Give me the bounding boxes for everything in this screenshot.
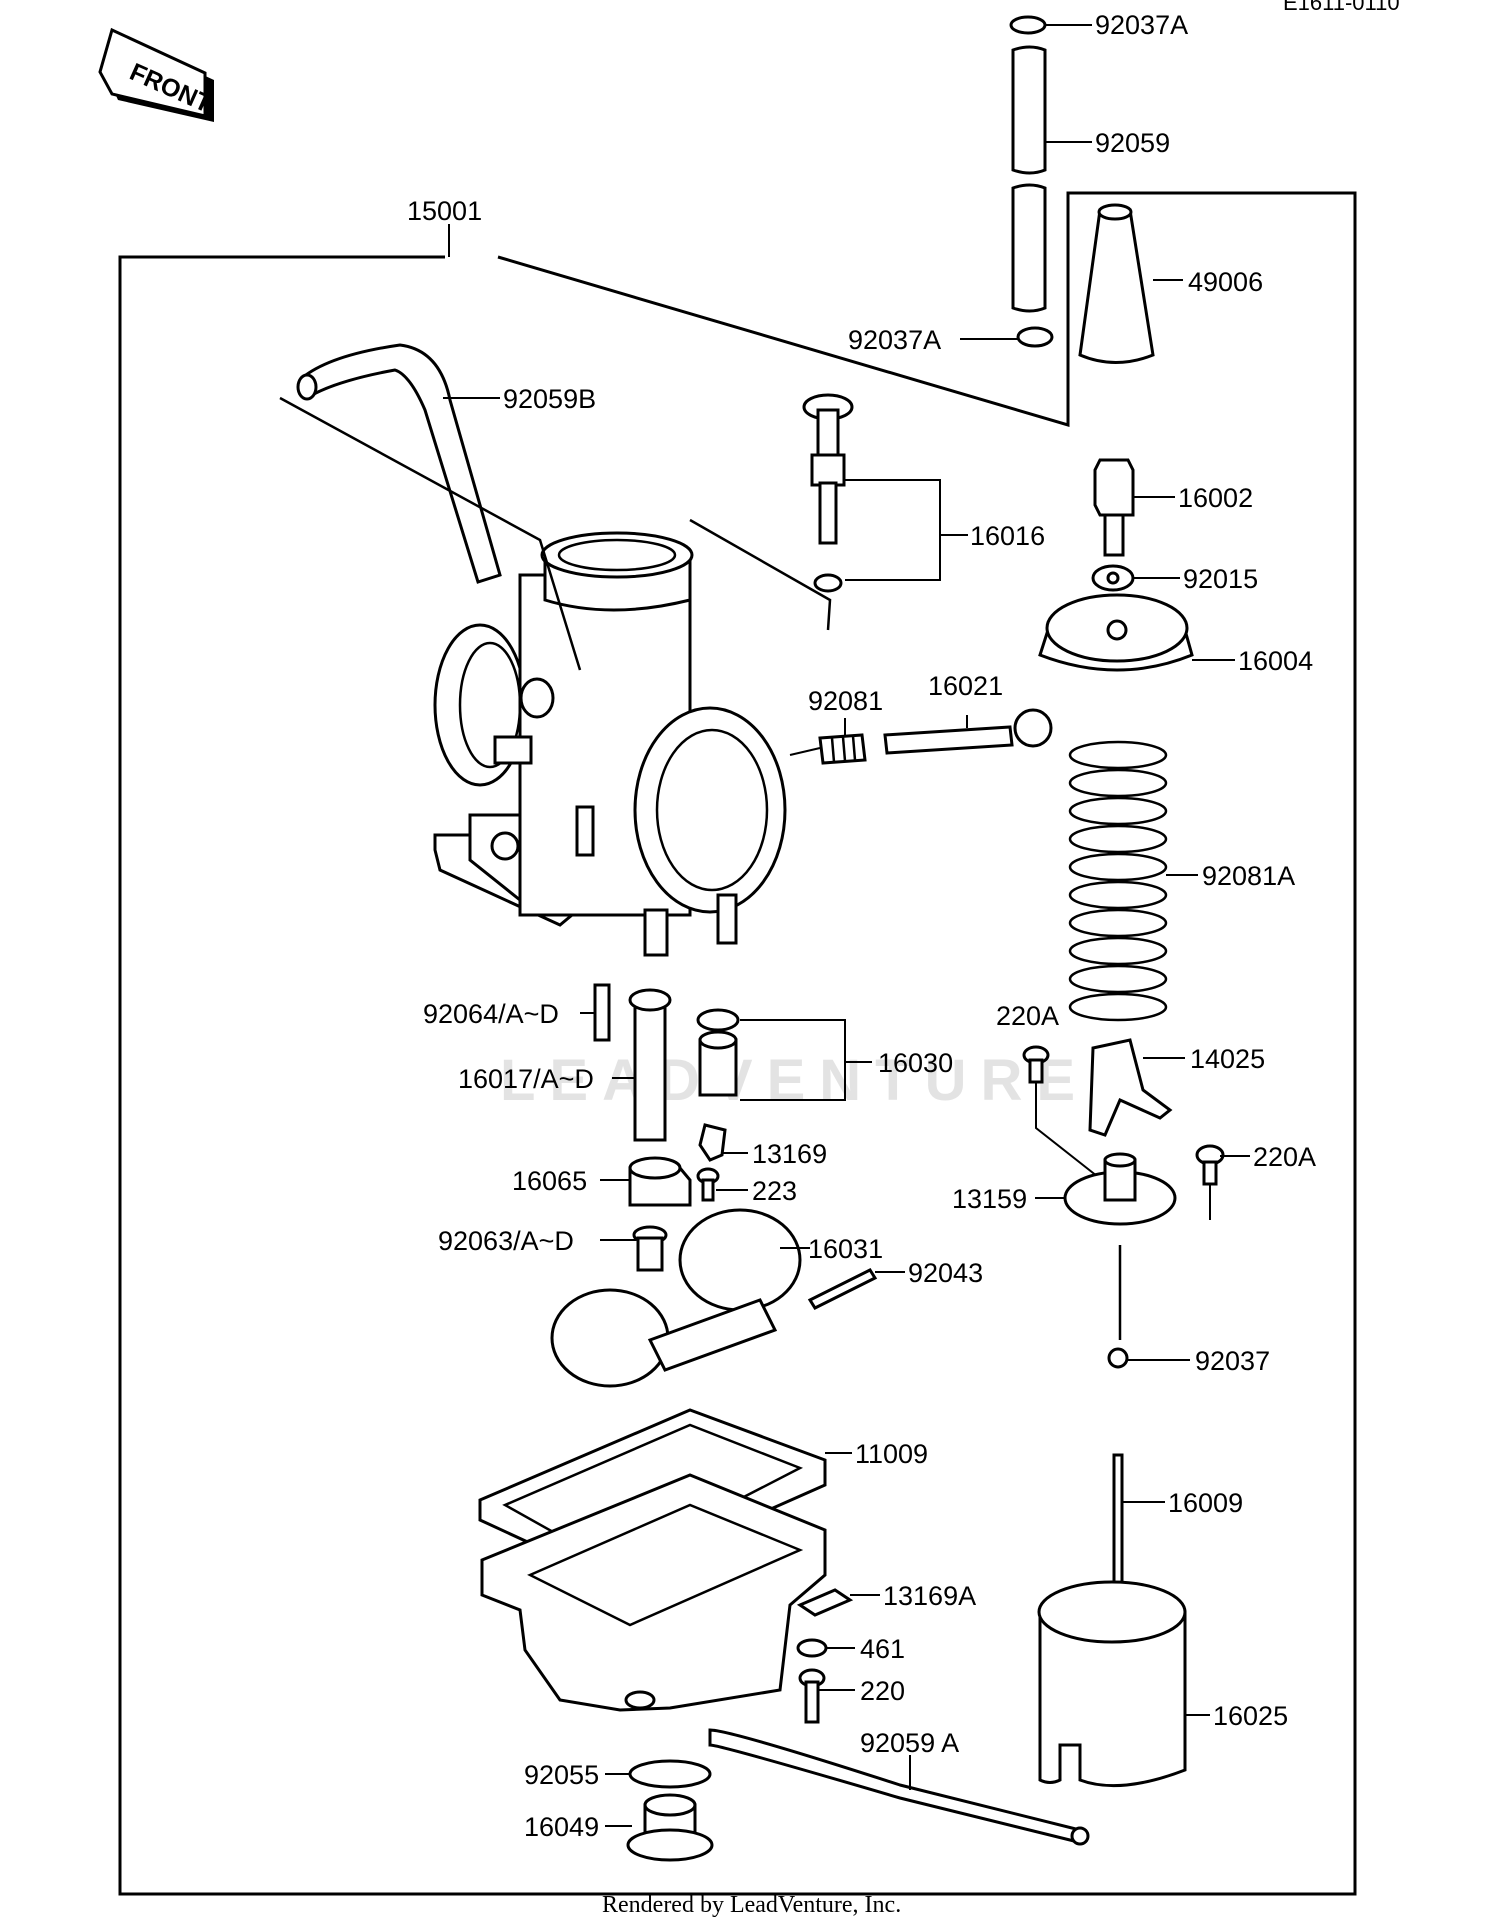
callout-16021: 16021 (928, 671, 1003, 701)
callout-13169A: 13169A (883, 1581, 976, 1611)
callout-92037: 92037 (1195, 1346, 1270, 1376)
callout-92081: 92081 (808, 686, 883, 716)
part-16002 (1093, 458, 1175, 557)
part-92015 (1091, 564, 1180, 592)
part-92059B (279, 343, 582, 671)
callout-92059: 92059 (1095, 128, 1170, 158)
part-13169A (796, 1588, 880, 1617)
callout-92059A: 92059 A (860, 1728, 959, 1758)
part-92037A-top (1009, 15, 1092, 35)
part-92059A (708, 1728, 1090, 1846)
part-92081 (789, 718, 867, 765)
callout-13159: 13159 (952, 1184, 1027, 1214)
part-92043 (807, 1268, 905, 1310)
callout-16009: 16009 (1168, 1488, 1243, 1518)
part-220A-left (1022, 1045, 1103, 1181)
callout-16002: 16002 (1178, 483, 1253, 513)
callout-11009: 11009 (855, 1439, 928, 1469)
callout-13169: 13169 (752, 1139, 827, 1169)
part-13169 (698, 1123, 748, 1162)
part-92037 (1107, 1347, 1190, 1369)
callout-16004: 16004 (1238, 646, 1313, 676)
part-92064 (580, 983, 611, 1042)
part-16065 (600, 1156, 692, 1207)
part-92063 (600, 1225, 668, 1272)
part-92037A-bottom (960, 326, 1054, 348)
callout-16017: 16017/A~D (458, 1064, 594, 1094)
callout-92015: 92015 (1183, 564, 1258, 594)
callout-92037A-top: 92037A (1095, 10, 1188, 40)
part-92059 (1011, 45, 1092, 313)
callout-16065: 16065 (512, 1166, 587, 1196)
part-14025 (1088, 1038, 1185, 1137)
part-16025 (1037, 1580, 1210, 1788)
part-223 (696, 1167, 748, 1202)
part-16017 (612, 988, 672, 1142)
part-16004 (1038, 593, 1235, 672)
part-16021 (883, 708, 1053, 755)
part-16049 (605, 1793, 714, 1862)
callout-16025: 16025 (1213, 1701, 1288, 1731)
callout-220: 220 (860, 1676, 905, 1706)
footer-credit: Rendered by LeadVenture, Inc. (602, 1892, 901, 1918)
callout-14025: 14025 (1190, 1044, 1265, 1074)
part-220A-right (1195, 1144, 1250, 1220)
part-92081A (1068, 740, 1198, 1022)
callout-92059B: 92059B (503, 384, 596, 414)
callout-92064: 92064/A~D (423, 999, 559, 1029)
part-13159 (1035, 1152, 1177, 1226)
part-16016 (689, 393, 968, 631)
part-49006 (1078, 203, 1183, 364)
part-461 (796, 1638, 855, 1658)
callout-16030: 16030 (878, 1048, 953, 1078)
assembly-label: 15001 (407, 196, 482, 226)
front-arrow-icon: FRONT (98, 27, 216, 122)
callout-92037A-bottom: 92037A (848, 325, 941, 355)
part-16031 (550, 1208, 810, 1388)
callout-220A-left: 220A (996, 1001, 1059, 1031)
float-bowl (480, 1473, 827, 1712)
callout-16016: 16016 (970, 521, 1045, 551)
diagram-code: E1611-0110 (1283, 0, 1400, 15)
part-92055 (605, 1759, 712, 1789)
callout-220A-right: 220A (1253, 1142, 1316, 1172)
callout-16031: 16031 (808, 1234, 883, 1264)
watermark: LEADVENTURE (500, 1048, 1089, 1113)
callout-16049: 16049 (524, 1812, 599, 1842)
callout-49006: 49006 (1188, 267, 1263, 297)
part-16030 (696, 1008, 872, 1101)
callout-92081A: 92081A (1202, 861, 1295, 891)
callout-461: 461 (860, 1634, 905, 1664)
carburetor-body (433, 531, 787, 957)
callout-92063: 92063/A~D (438, 1226, 574, 1256)
callout-92043: 92043 (908, 1258, 983, 1288)
callout-223: 223 (752, 1176, 797, 1206)
assembly-frame (118, 191, 1357, 1896)
callout-92055: 92055 (524, 1760, 599, 1790)
part-220 (798, 1668, 855, 1724)
